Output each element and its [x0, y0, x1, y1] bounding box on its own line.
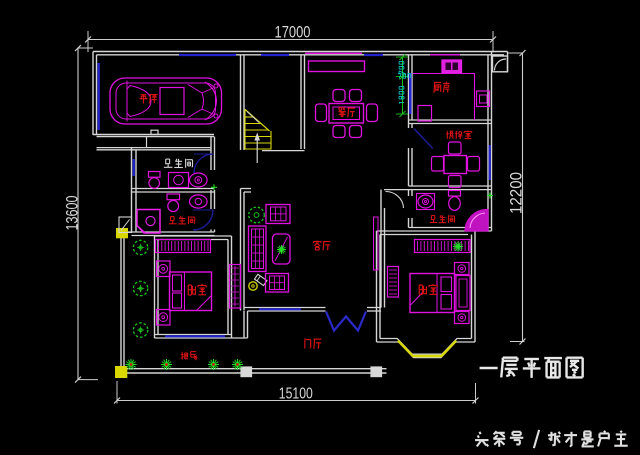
svg-text:17000: 17000	[275, 23, 311, 41]
svg-text:12200: 12200	[507, 172, 525, 214]
svg-text:13600: 13600	[63, 196, 81, 231]
svg-text:15100: 15100	[279, 386, 313, 403]
